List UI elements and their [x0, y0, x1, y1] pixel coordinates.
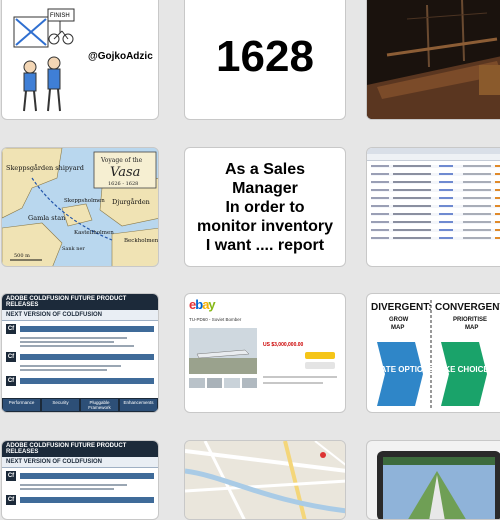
- map-scale-label: 500 m: [14, 253, 30, 259]
- map-label-skeppsholmen: Skeppsholmen: [64, 198, 105, 204]
- story-line: Manager: [232, 179, 298, 197]
- cf-logo-icon: Cf: [6, 352, 16, 362]
- tile-divergent-convergent[interactable]: DIVERGENT: GROW MAP CONVERGENT: PRIORITI…: [366, 293, 500, 413]
- map-years: 1626 - 1628: [108, 181, 138, 187]
- footer-cell: Performance: [2, 398, 41, 412]
- map-label-sank-ner: Sank ner: [62, 246, 85, 252]
- year-text: 1628: [216, 32, 314, 81]
- map-label-beckholmen: Beckholmen: [124, 238, 159, 244]
- map-label-kastellholmen: Kastellholmen: [74, 230, 114, 236]
- make-choices-label: MAKE CHOICES: [432, 365, 495, 374]
- spreadsheet-header: [367, 154, 500, 161]
- convergent-sub1: PRIORITISE: [453, 317, 487, 323]
- ebay-price: US $3,000,000.00: [263, 342, 304, 348]
- tile-gps-device[interactable]: [366, 440, 500, 520]
- story-line: As a Sales: [224, 160, 306, 178]
- gps-device: [377, 451, 500, 519]
- slide-footer: Performance Security Pluggable Framework…: [2, 398, 158, 412]
- tile-sketch[interactable]: FINISH @GojkoAdzic: [1, 0, 159, 120]
- cf-logo-icon: Cf: [6, 471, 16, 481]
- tile-vasa-map[interactable]: Voyage of the Vasa 1626 - 1628 Skeppsgår…: [1, 147, 159, 267]
- vasa-map: Voyage of the Vasa 1626 - 1628 Skeppsgår…: [2, 148, 159, 266]
- spreadsheet-toolbar: [367, 148, 500, 154]
- cf-logo-icon: Cf: [6, 376, 16, 386]
- convergent-sub2: MAP: [465, 325, 478, 331]
- slide-subheader: NEXT VERSION OF COLDFUSION: [2, 310, 158, 321]
- tile-user-story[interactable]: As a Sales Manager In order to monitor i…: [184, 147, 346, 267]
- tile-coldfusion-slide-2[interactable]: ADOBE COLDFUSION FUTURE PRODUCT RELEASES…: [1, 440, 159, 520]
- tile-ship-photo[interactable]: [366, 0, 500, 120]
- divergent-sub1: GROW: [389, 317, 409, 323]
- sketch-illustration: FINISH: [13, 8, 75, 112]
- story-line: In order to: [225, 198, 305, 216]
- map-label-djurgarden: Djurgården: [112, 197, 150, 206]
- tile-ebay-listing[interactable]: ebay TU-PD60 - Soviet Bomber US $3,000,0…: [184, 293, 346, 413]
- sketch-sign-text: FINISH: [50, 13, 70, 19]
- footer-cell: Pluggable Framework: [80, 398, 119, 412]
- map-label-gamla-stan: Gamla stan: [28, 214, 65, 222]
- tile-spreadsheet[interactable]: [366, 147, 500, 267]
- divergent-sub2: MAP: [391, 325, 404, 331]
- cf-logo-icon: Cf: [6, 495, 16, 505]
- tile-coldfusion-slide[interactable]: ADOBE COLDFUSION FUTURE PRODUCT RELEASES…: [1, 293, 159, 413]
- slide-header: ADOBE COLDFUSION FUTURE PRODUCT RELEASES: [2, 441, 158, 457]
- divergent-convergent-sketch: DIVERGENT: GROW MAP CONVERGENT: PRIORITI…: [367, 300, 500, 410]
- story-line: I want .... report: [205, 236, 325, 254]
- watch-button[interactable]: [305, 362, 335, 369]
- user-story-text: As a Sales Manager In order to monitor i…: [185, 148, 345, 266]
- slide-subheader: NEXT VERSION OF COLDFUSION: [2, 457, 158, 468]
- buy-button[interactable]: [305, 352, 335, 359]
- map-title-line1: Voyage of the: [100, 157, 143, 164]
- tile-year[interactable]: 1628: [184, 0, 346, 120]
- ebay-item-title: TU-PD60 - Soviet Bomber: [189, 317, 242, 322]
- divergent-title: DIVERGENT:: [371, 302, 432, 313]
- convergent-title: CONVERGENT:: [435, 302, 500, 313]
- slide-header: ADOBE COLDFUSION FUTURE PRODUCT RELEASES: [2, 294, 158, 310]
- tile-street-map[interactable]: [184, 440, 346, 520]
- create-options-label: CREATE OPTIONS: [367, 365, 435, 374]
- twitter-handle: @GojkoAdzic: [88, 51, 153, 62]
- ebay-logo: ebay: [189, 297, 216, 312]
- ebay-photo: [189, 328, 257, 374]
- ship-photo: [367, 0, 500, 119]
- cf-logo-icon: Cf: [6, 324, 16, 334]
- footer-cell: Security: [41, 398, 80, 412]
- spreadsheet-rows: [367, 161, 500, 261]
- street-map: [185, 441, 345, 519]
- map-label-shipyard: Skeppsgården shipyard: [6, 163, 84, 172]
- footer-cell: Enhancements: [119, 398, 158, 412]
- ebay-thumbnails: [189, 378, 257, 388]
- map-title-line2: Vasa: [110, 165, 140, 180]
- story-line: monitor inventory: [196, 217, 333, 235]
